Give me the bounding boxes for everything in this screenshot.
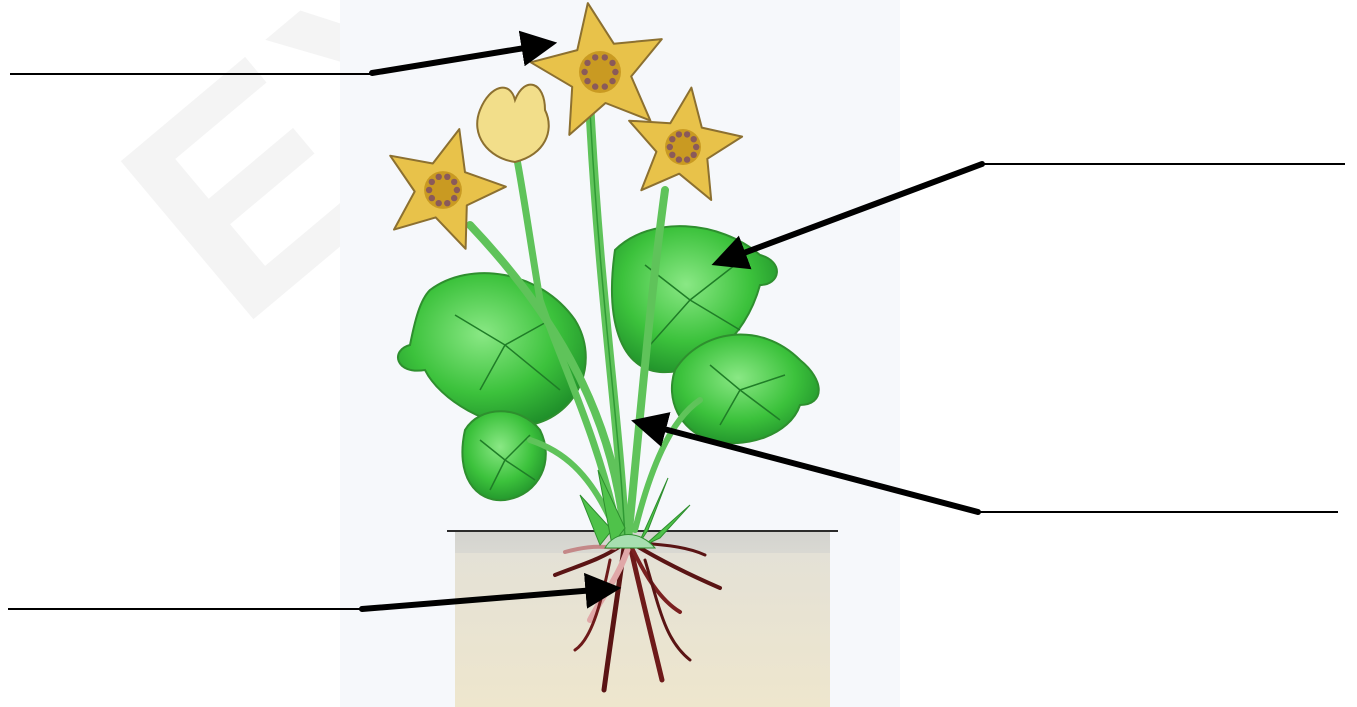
soil: [447, 531, 838, 707]
flower-bud: [477, 85, 549, 162]
